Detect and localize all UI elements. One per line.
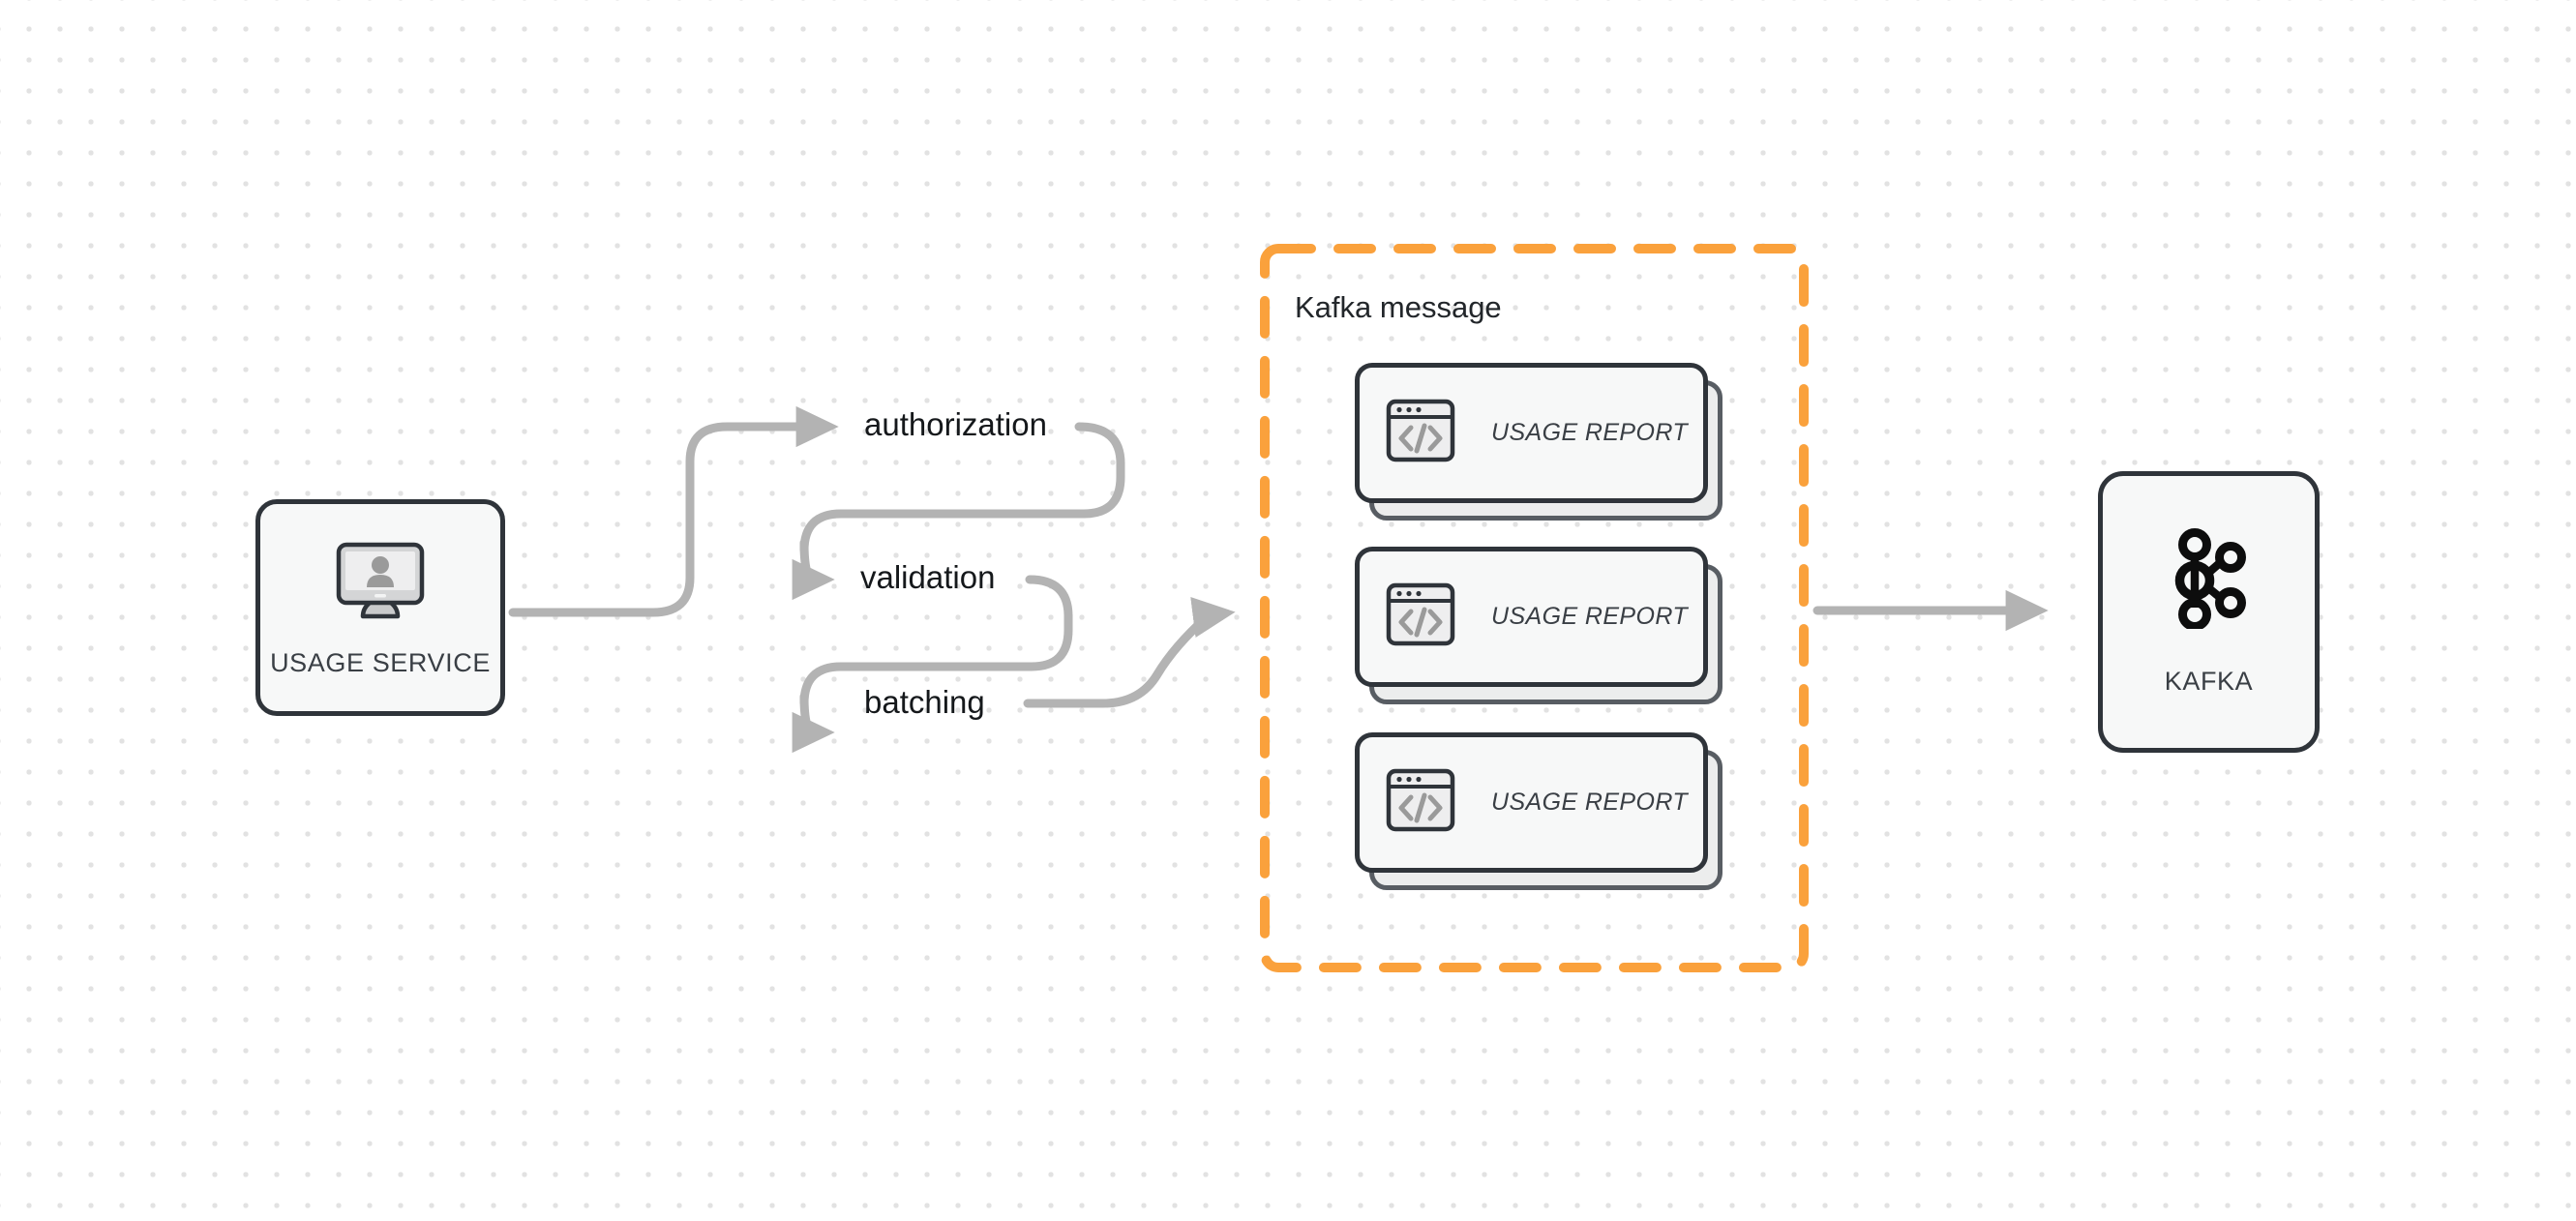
step-label-batching: batching xyxy=(864,684,985,720)
node-label-kafka: KAFKA xyxy=(2164,666,2254,696)
card-face: USAGE REPORT xyxy=(1355,363,1708,503)
node-usage-service[interactable]: USAGE SERVICE xyxy=(255,499,505,716)
edge-batching-to-kafka-message xyxy=(1023,597,1236,708)
group-dashed-border xyxy=(1260,244,1809,972)
card-face: USAGE REPORT xyxy=(1355,732,1708,873)
card-usage-report[interactable]: USAGE REPORT xyxy=(1355,547,1722,704)
step-label-authorization: authorization xyxy=(864,406,1047,442)
card-label-usage-report: USAGE REPORT xyxy=(1491,789,1688,816)
card-usage-report[interactable]: USAGE REPORT xyxy=(1355,363,1722,521)
node-label-usage-service: USAGE SERVICE xyxy=(270,648,491,677)
card-face: USAGE REPORT xyxy=(1355,547,1708,687)
step-label-validation: validation xyxy=(860,559,996,595)
group-kafka-message[interactable]: Kafka message xyxy=(1260,244,1809,972)
group-title-kafka-message: Kafka message xyxy=(1295,290,1502,324)
kafka-logo-icon xyxy=(2168,527,2251,634)
card-usage-report[interactable]: USAGE REPORT xyxy=(1355,732,1722,890)
code-window-icon xyxy=(1385,764,1456,841)
edge-authorization-to-validation xyxy=(792,422,1125,601)
code-window-icon xyxy=(1385,579,1456,655)
edge-usage-service-to-authorization xyxy=(508,405,839,617)
node-kafka[interactable]: KAFKA xyxy=(2098,471,2320,753)
card-label-usage-report: USAGE REPORT xyxy=(1491,419,1688,446)
code-window-icon xyxy=(1385,395,1456,471)
card-label-usage-report: USAGE REPORT xyxy=(1491,603,1688,630)
monitor-user-icon xyxy=(334,541,427,631)
